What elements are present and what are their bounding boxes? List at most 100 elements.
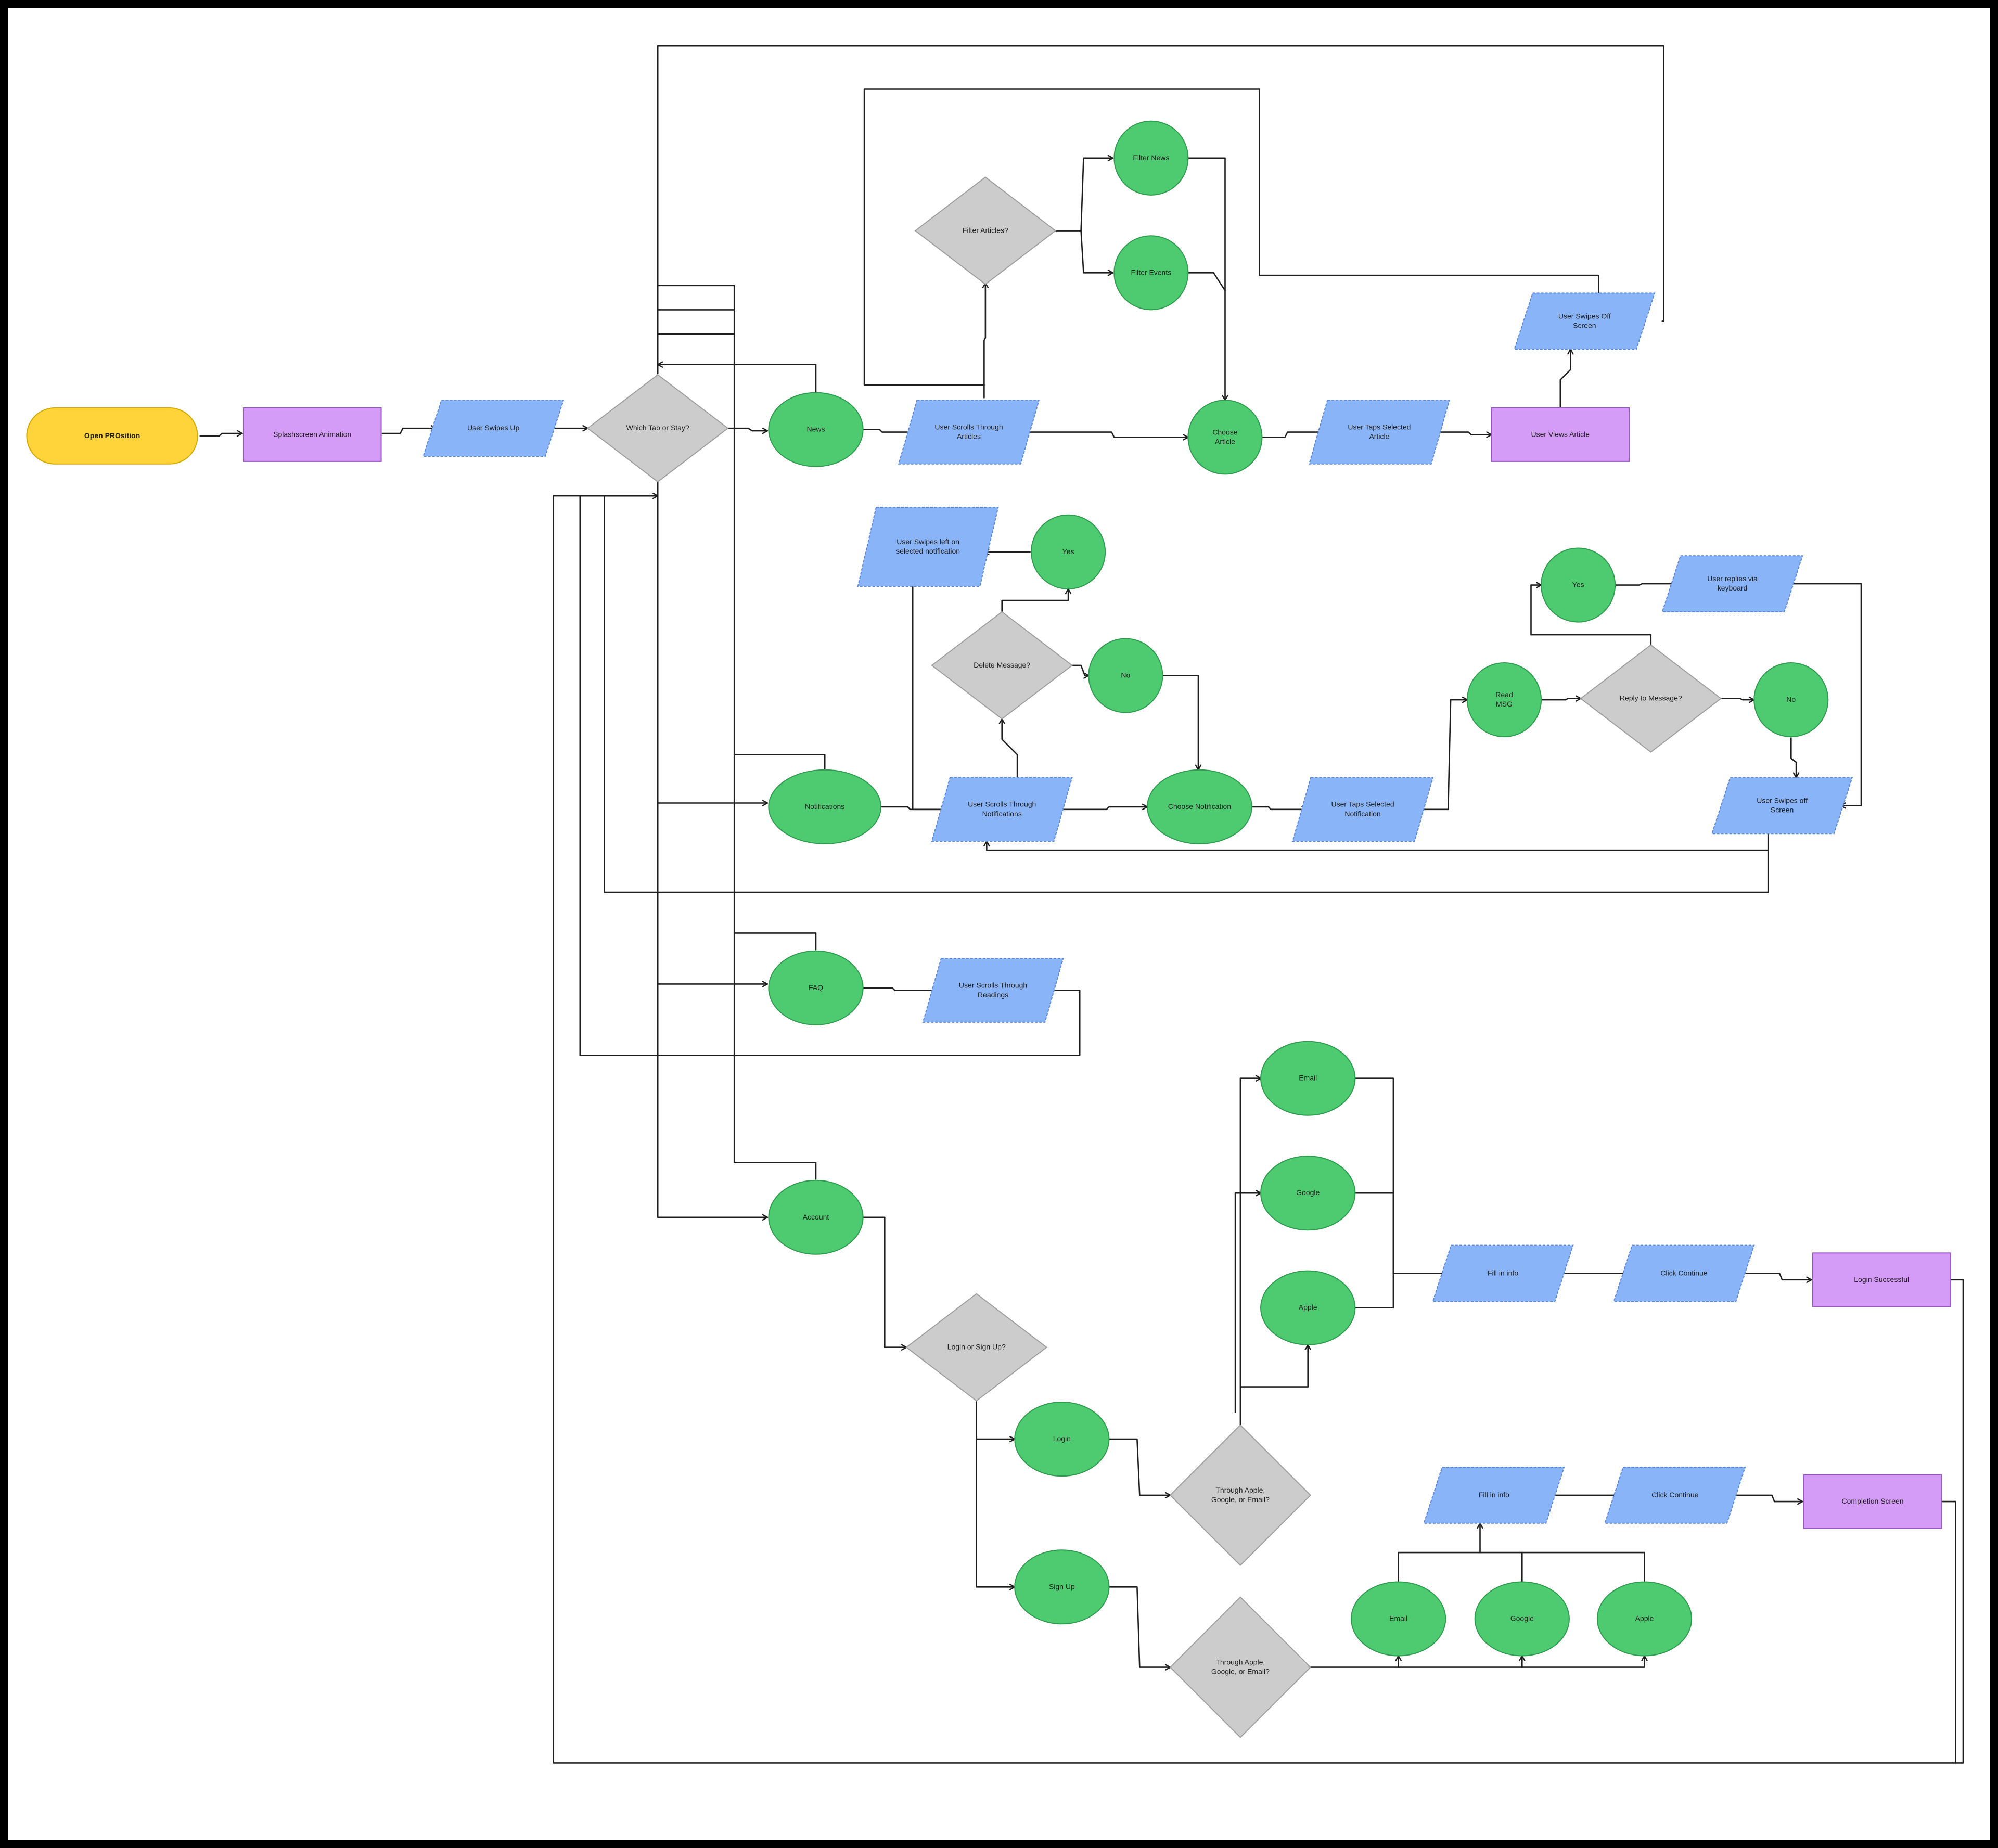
node-which-tab: Which Tab or Stay? <box>586 374 729 483</box>
node-shape <box>1187 400 1263 475</box>
node-label: FAQ <box>809 983 823 991</box>
connector-line <box>1398 1655 1526 1668</box>
node-filter-q: Filter Articles? <box>914 176 1057 285</box>
node-label: Through Apple,Google, or Email? <box>1211 1485 1270 1503</box>
connector-line <box>1433 431 1492 438</box>
connector-line <box>657 361 817 393</box>
node-shape <box>1014 1402 1110 1477</box>
node-email-b: Email <box>1351 1581 1446 1657</box>
node-reply-q: Reply to Message? <box>1580 644 1722 753</box>
node-shape <box>1169 1424 1312 1567</box>
node-label: Click Continue <box>1660 1268 1707 1277</box>
node-shape <box>1803 1474 1942 1529</box>
node-shape <box>1260 1041 1356 1116</box>
connector-line <box>998 718 1018 778</box>
node-label: Login or Sign Up? <box>947 1342 1006 1351</box>
node-apple-a: Apple <box>1260 1270 1356 1345</box>
node-continue-a: Click Continue <box>1613 1244 1755 1302</box>
node-label: Google <box>1296 1188 1320 1197</box>
node-label: Login <box>1053 1434 1071 1443</box>
node-no-delete: No <box>1088 638 1163 713</box>
connector-line <box>976 1400 1016 1443</box>
connector-line <box>1729 1494 1803 1505</box>
node-label: Sign Up <box>1049 1582 1075 1590</box>
node-login-success: Login Successful <box>1812 1252 1951 1307</box>
node-notifications: Notifications <box>768 769 881 844</box>
node-through-login: Through Apple,Google, or Email? <box>1169 1424 1312 1567</box>
connector-line <box>1559 348 1574 409</box>
node-label: Filter Events <box>1131 268 1171 276</box>
node-shape <box>1147 769 1252 844</box>
node-yes-reply: Yes <box>1541 547 1616 623</box>
node-completion: Completion Screen <box>1803 1474 1942 1529</box>
connector-line <box>657 285 826 769</box>
connector-line <box>1720 696 1755 703</box>
node-label: Reply to Message? <box>1620 694 1682 702</box>
node-shape <box>586 374 729 483</box>
connector-line <box>1521 1655 1648 1668</box>
connector-line <box>863 88 1599 386</box>
connector-line <box>862 1216 907 1351</box>
connector-line <box>862 987 939 994</box>
node-label: News <box>806 425 825 433</box>
node-shape <box>1491 407 1630 462</box>
connector-line <box>1530 582 1652 646</box>
connector-line <box>1941 1500 1956 1764</box>
node-label: Google <box>1510 1614 1534 1622</box>
node-shape <box>1580 644 1722 753</box>
node-label: Email <box>1389 1614 1407 1622</box>
node-label: Apple <box>1635 1614 1654 1622</box>
node-shape <box>1474 1581 1570 1657</box>
node-shape <box>1291 777 1434 842</box>
node-label: Yes <box>1062 547 1074 556</box>
node-shape <box>1466 662 1542 738</box>
node-shape <box>1596 1581 1693 1657</box>
node-shape <box>1661 555 1803 612</box>
node-label: Choose Notification <box>1168 802 1231 811</box>
node-label: User Swipes Up <box>467 424 520 432</box>
node-shape <box>1541 547 1616 623</box>
node-shape <box>922 958 1064 1023</box>
connector-line <box>1071 664 1090 679</box>
node-filter-events: Filter Events <box>1113 235 1189 311</box>
node-delete-q: Delete Message? <box>931 611 1073 720</box>
node-fill-a: Fill in info <box>1432 1244 1574 1302</box>
node-shape <box>1014 1549 1110 1625</box>
node-shape <box>768 950 864 1025</box>
node-shape <box>1604 1466 1746 1524</box>
node-google-b: Google <box>1474 1581 1570 1657</box>
node-signup: Sign Up <box>1014 1549 1110 1625</box>
connector-line <box>1187 157 1228 401</box>
connector-line <box>1055 155 1114 232</box>
node-label: User Views Article <box>1531 430 1590 438</box>
node-views-article: User Views Article <box>1491 407 1630 462</box>
node-label: Email <box>1299 1073 1317 1082</box>
node-label: Splashscreen Animation <box>273 430 351 438</box>
node-open: Open PROsition <box>26 407 198 465</box>
node-no-reply: No <box>1753 662 1829 738</box>
node-shape <box>1711 777 1853 835</box>
node-shape <box>1351 1581 1446 1657</box>
node-shape <box>26 407 198 465</box>
connector-line <box>1187 272 1226 291</box>
node-shape <box>1308 400 1450 465</box>
connector-line <box>733 754 817 951</box>
node-label: Apple <box>1299 1303 1317 1311</box>
node-shape <box>768 1179 864 1255</box>
node-label: Login Successful <box>1854 1275 1909 1284</box>
connector-line <box>657 45 1664 375</box>
